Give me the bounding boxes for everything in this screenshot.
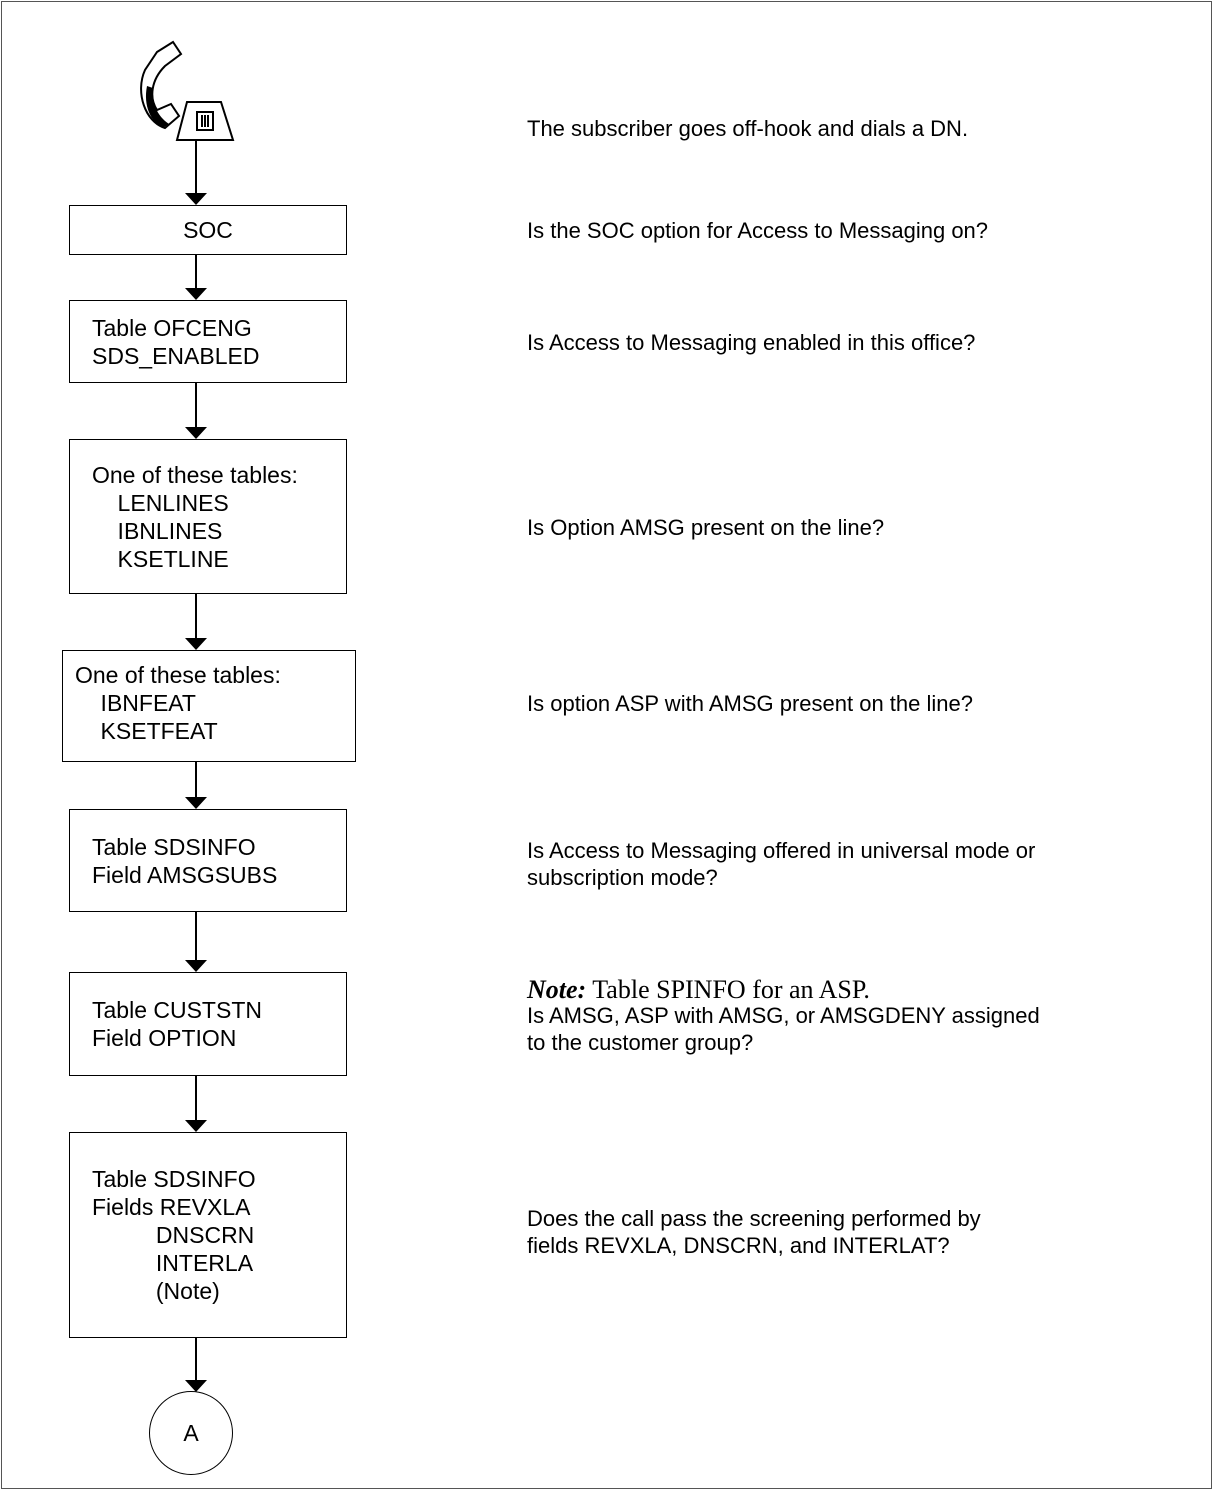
desc-feat: Is option ASP with AMSG present on the l… [527,691,973,716]
box-table-sdsinfo-fields: Table SDSINFO Fields REVXLA DNSCRN INTER… [69,1132,347,1338]
box-soc: SOC [69,205,347,255]
box-feature-tables: One of these tables: IBNFEAT KSETFEAT [62,650,356,762]
box-table-custstn: Table CUSTSTN Field OPTION [69,972,347,1076]
desc-start: The subscriber goes off-hook and dials a… [527,116,969,141]
footnote: Note: Table SPINFO for an ASP. [527,975,870,1005]
desc-ofceng: Is Access to Messaging enabled in this o… [527,330,976,355]
note-label: Note: [527,975,587,1004]
desc-custstn: Is AMSG, ASP with AMSG, or AMSGDENY assi… [527,1003,1040,1055]
box-table-sdsinfo: Table SDSINFO Field AMSGSUBS [69,809,347,912]
desc-screening: Does the call pass the screening perform… [527,1206,981,1258]
desc-sdsinfo: Is Access to Messaging offered in univer… [527,838,1036,890]
connector-a: A [149,1391,233,1475]
note-text: Table SPINFO for an ASP. [586,975,870,1004]
telephone-icon [140,40,235,141]
box-line-tables: One of these tables: LENLINES IBNLINES K… [69,439,347,594]
desc-soc: Is the SOC option for Access to Messagin… [527,218,989,243]
box-table-ofceng: Table OFCENG SDS_ENABLED [69,300,347,383]
desc-lines: Is Option AMSG present on the line? [527,515,885,540]
